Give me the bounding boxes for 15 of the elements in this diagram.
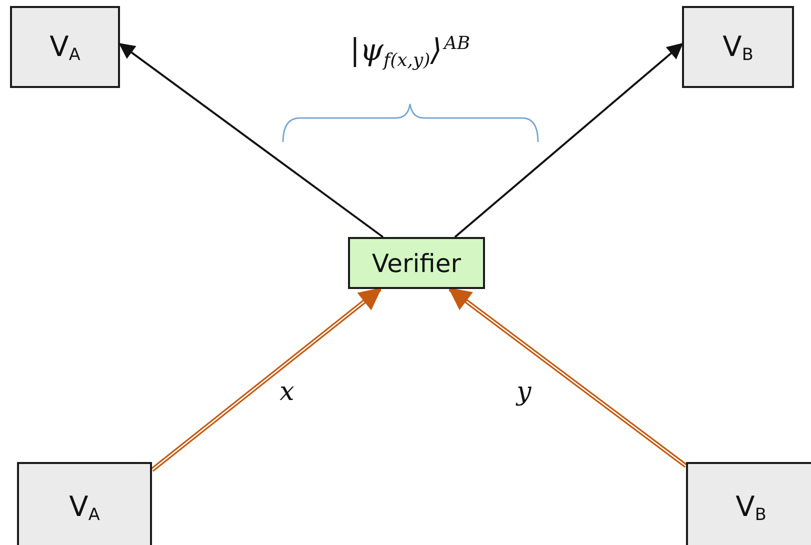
- box-label: V$_{B}$: [736, 490, 766, 524]
- verifier-box: [348, 237, 485, 289]
- box-label: V$_{B}$: [722, 30, 754, 64]
- arrow: [448, 287, 688, 468]
- arrow: [118, 43, 384, 238]
- arrow: [454, 42, 684, 238]
- arrow: [150, 287, 382, 472]
- party-box: [10, 6, 120, 88]
- party-box: [686, 462, 811, 545]
- box-label: V$_{A}$: [50, 30, 80, 64]
- box-label: V$_{A}$: [69, 490, 100, 524]
- party-box: [17, 462, 152, 545]
- party-box: [682, 6, 794, 88]
- box-label: Verifier: [372, 248, 462, 278]
- state-label: |ψ$_{f(x,y)}$⟩$^{AB}$: [350, 32, 470, 72]
